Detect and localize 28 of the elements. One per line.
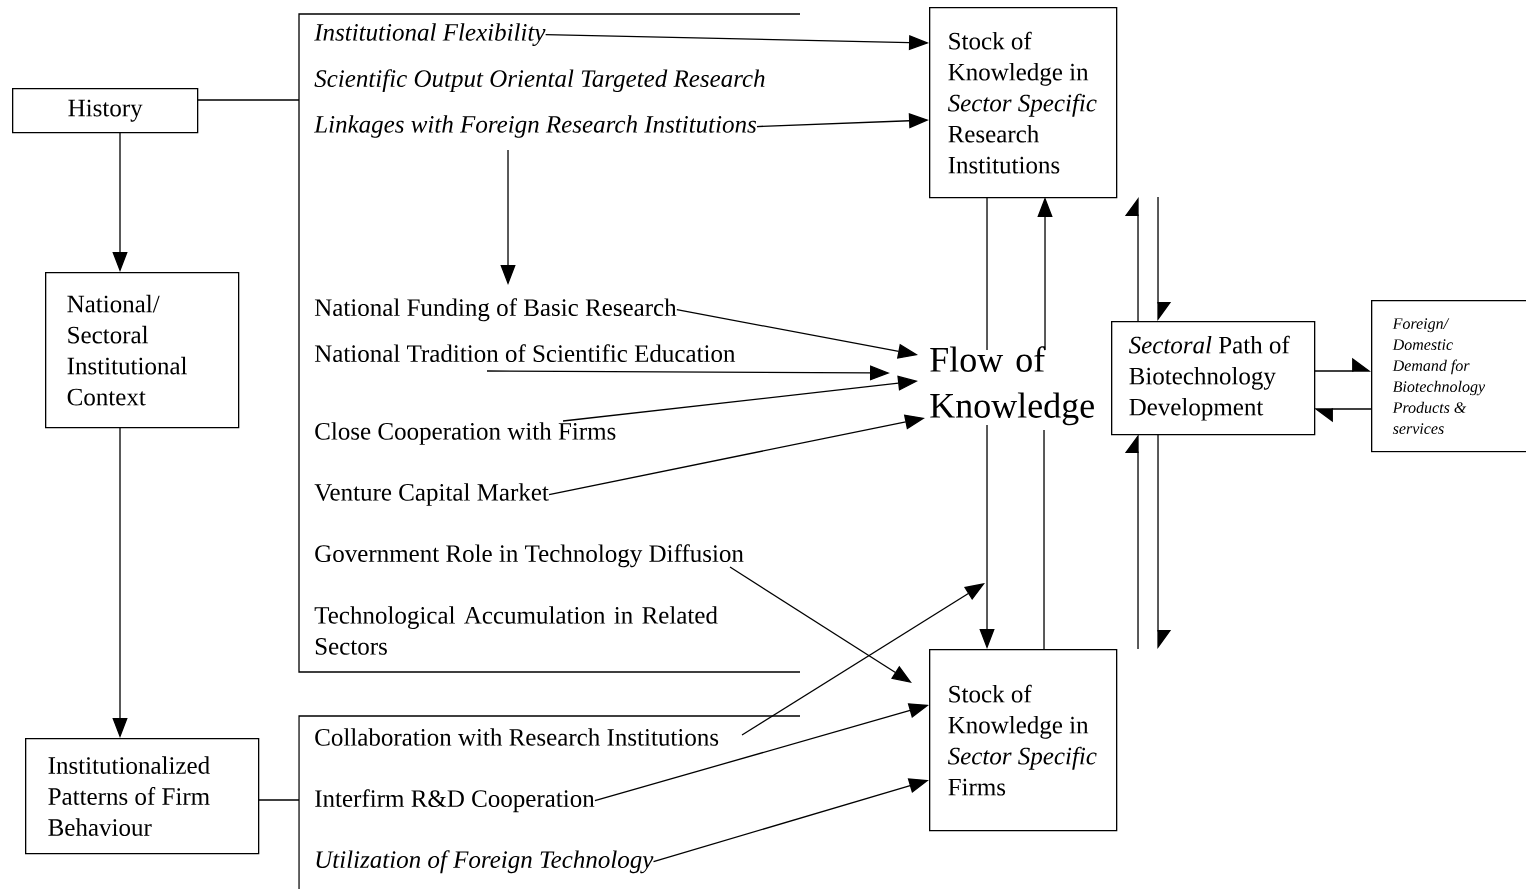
text-box: Foreign/ Domestic Demand for Biotechnology Products & services <box>1371 300 1526 453</box>
text-box: Institutionalized Patterns of Firm Behaviour <box>25 738 260 855</box>
connector-line <box>196 99 300 101</box>
text-box: Sectoral Path of Biotechnology Development <box>1111 321 1316 436</box>
factor-text: Collaboration with Research Institutions <box>315 728 719 746</box>
bracket <box>298 13 801 673</box>
factor-text: Utilization of Foreign Technology <box>316 850 654 874</box>
factor-text: Institutional Flexibility <box>314 23 546 46</box>
factor-text: National Funding of Basic Research <box>314 298 677 322</box>
factor-text: National Tradition of Scientific Education <box>314 344 736 363</box>
factor-text: Technological Accumulation in Related Sectors <box>314 606 718 655</box>
arrow <box>729 566 912 683</box>
factor-text: Scientific Output Oriental Targeted Research <box>314 69 765 93</box>
connector-line <box>1043 429 1045 650</box>
text-box: History <box>12 88 199 134</box>
connector-line <box>257 799 300 801</box>
arrow <box>741 583 985 736</box>
bracket <box>298 715 801 889</box>
connector-line <box>986 196 988 351</box>
factor-text: Interfirm R&D Cooperation <box>315 789 595 813</box>
factor-text: Government Role in Technology Diffusion <box>315 544 744 568</box>
factor-text: Close Cooperation with Firms <box>315 422 616 445</box>
text-box: National/ Sectoral Institutional Context <box>45 272 240 429</box>
factor-text: Linkages with Foreign Research Institutions <box>313 115 756 138</box>
text-box: Stock of Knowledge in Sector Specific Research Institutions <box>929 7 1118 199</box>
text-box: Stock of Knowledge in Sector Specific Firms <box>929 649 1118 832</box>
factor-text: Venture Capital Market <box>314 483 549 506</box>
factor-text: Flow of Knowledge <box>930 346 1094 426</box>
